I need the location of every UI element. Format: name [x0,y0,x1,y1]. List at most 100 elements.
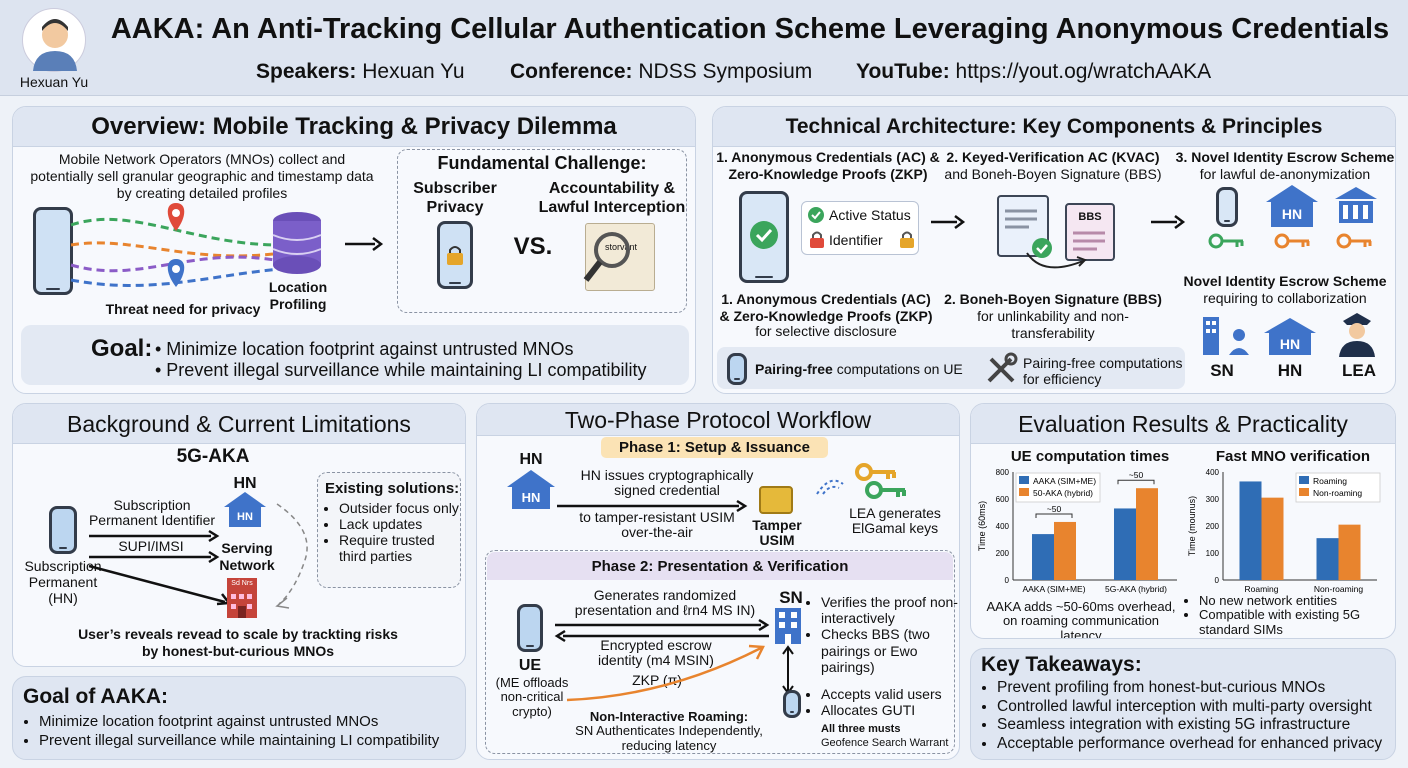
escrow-phone-icon [1216,187,1238,227]
ue-chart-title: UE computation times [1010,448,1170,465]
annotation-bracket [1117,479,1155,485]
geofence-label: Geofence Search Warrant [821,737,949,749]
wireless-icon [816,479,844,495]
background-hn-label: HN [233,475,257,492]
goal-item-2: • Prevent illegal surveillance while mai… [155,360,647,380]
key-icon [855,463,896,481]
pairing-box [717,347,1185,389]
list-item: Require trusted third parties [339,532,461,564]
dashed-curve-icon [275,503,308,609]
arrow-left-icon [554,629,769,643]
conference-name: NDSS Symposium [638,60,813,83]
page-title: AAKA: An Anti-Tracking Cellular Authenti… [110,13,1390,45]
component-1-detail-sub: for selective disclosure [755,323,897,339]
pairing-free-efficiency: Pairing-free computations for efficiency [1023,355,1183,388]
phase2-box [485,550,955,754]
takeaways-title: Key Takeaways: [981,653,1142,676]
x-tick-label: Roaming [1244,584,1278,594]
roof-icon [224,492,266,507]
challenge-title: Fundamental Challenge: [437,153,647,173]
subscriber-privacy-label: Subscriber Privacy [413,180,497,217]
list-item: Lack updates [339,516,461,532]
goal-label: Goal: [91,335,153,362]
phase1-badge: Phase 1: Setup & Issuance [601,437,828,458]
y-axis-label: Time (mounus) [1187,496,1197,556]
legend-label: AAKA (SIM+ME) [1033,476,1096,486]
legend-label: 50-AKA (hybrid) [1033,488,1093,498]
component-2-detail: 2. Boneh-Boyen Signature (BBS)for unlink… [944,291,1162,341]
tools-icon [987,352,1018,383]
bar [1338,524,1361,580]
map-pin-icon [167,259,185,287]
serving-network-label: Serving Network [219,540,275,573]
roof-icon [1264,318,1316,333]
component-1-title: 1. Anonymous Credentials (AC) & Zero-Kno… [716,149,940,182]
key-icon [1208,233,1244,249]
tamper-usim-label: Tamper USIM [752,517,802,549]
y-tick-label: 0 [1215,576,1220,585]
sn-label: SN [779,588,803,607]
legend-swatch [1019,488,1029,496]
bar [1239,481,1262,580]
y-axis-label: Time (60ms) [977,501,987,551]
orange-arrow-icon [566,644,765,702]
overview-title: Overview: Mobile Tracking & Privacy Dile… [13,107,695,147]
curved-arrow-icon [1026,252,1087,269]
legend-swatch [1299,476,1309,484]
generates-text: Generates randomized presentation and ℓr… [574,587,756,619]
background-panel: Background & Current Limitations 5G-AKA … [12,403,466,667]
existing-solutions-box [317,472,461,588]
pairing-phone-icon [727,353,747,385]
y-tick-label: 300 [1206,495,1220,504]
list-item: Checks BBS (two pairings or Ewo pairings… [821,626,959,675]
phase2-header-bg [487,552,953,580]
lea-label: LEA [1342,361,1376,380]
reveal-text: User’s reveals revead to scale by trackt… [78,626,398,659]
y-tick-label: 200 [1206,522,1220,531]
takeaways-list: Prevent profiling from honest-but-curiou… [979,679,1391,753]
pairing-free-ue: Pairing-free computations on UE [755,361,963,377]
person-icon [33,19,77,71]
goal-aaka-list: Minimize location footprint against untr… [21,713,465,751]
list-item: Acceptable performance overhead for enha… [997,735,1391,754]
existing-solutions-list: Outsider focus only Lack updates Require… [321,500,461,564]
location-profiling-label: Location Profiling [268,279,328,312]
arrow-right-icon [89,529,220,543]
key-icon [865,481,906,499]
conference-line: Conference: NDSS Symposium [510,60,813,83]
evaluation-title: Evaluation Results & Practicality [971,404,1395,444]
bar [1316,538,1339,580]
bar [1114,508,1136,580]
goal-aaka-panel: Goal of AAKA: Minimize location footprin… [12,676,466,760]
check-icon [1032,238,1052,258]
avatar [22,8,86,72]
roof-icon [1266,185,1318,202]
background-subtitle: 5G-AKA [176,446,250,467]
mno-chart-title: Fast MNO verification [1215,448,1371,465]
y-tick-label: 600 [996,495,1010,504]
credential-phone-icon [739,191,789,283]
ue-phone-icon [517,604,543,652]
key-icon [1336,233,1372,249]
bar [1261,497,1284,580]
takeaways-panel: Key Takeaways: Prevent profiling from ho… [970,648,1396,760]
hn-house-icon: HN [229,507,261,527]
avatar-name: Hexuan Yu [19,74,89,90]
lock-icon [900,231,914,248]
key-icon [1274,233,1310,249]
architecture-panel: Technical Architecture: Key Components &… [712,106,1396,394]
bbs-signature-icon: BBS [1065,203,1115,261]
list-item: Allocates GUTI [821,702,959,718]
arrow-right-icon [931,215,966,229]
database-icon [272,212,322,274]
goal-item-1: • Minimize location footprint against un… [155,339,574,359]
youtube-link[interactable]: https://yout.og/wratchAAKA [955,60,1212,83]
legend-swatch [1299,488,1309,496]
annotation-label: ~50 [1129,470,1144,480]
list-item: Compatible with existing 5G standard SIM… [1199,608,1391,637]
component-2-title: 2. Keyed-Verification AC (KVAC)and Boneh… [944,149,1162,182]
y-tick-label: 400 [1206,468,1220,477]
